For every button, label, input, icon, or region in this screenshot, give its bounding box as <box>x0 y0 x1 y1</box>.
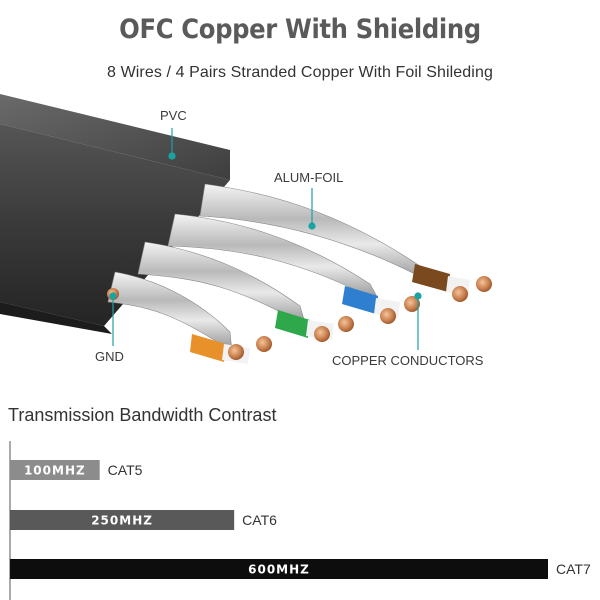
pair-green <box>137 241 354 342</box>
bar-category-label: CAT5 <box>108 462 143 478</box>
cable-illustration <box>0 94 492 364</box>
bar-category-label: CAT6 <box>242 512 277 528</box>
page-subtitle: 8 Wires / 4 Pairs Stranded Copper With F… <box>107 64 493 81</box>
callout-leaders <box>109 128 422 350</box>
section-title: Transmission Bandwidth Contrast <box>8 405 277 425</box>
callout-gnd: GND <box>95 349 124 364</box>
bar-value-label: 250MHZ <box>91 514 153 528</box>
bar-cat6 <box>10 510 235 530</box>
callout-alum-foil: ALUM-FOIL <box>274 170 344 185</box>
page-title: OFC Copper With Shielding <box>119 14 481 45</box>
bar-value-label: 600MHZ <box>248 563 310 577</box>
bandwidth-chart: 100MHZ CAT5 250MHZ CAT6 600MHZ CAT7 <box>9 441 591 600</box>
pair-brown <box>199 183 492 302</box>
bar-cat7 <box>10 559 548 579</box>
bar-category-label: CAT7 <box>556 561 591 577</box>
callout-copper-conductors: COPPER CONDUCTORS <box>332 353 484 368</box>
pair-blue <box>167 213 420 324</box>
callout-pvc: PVC <box>160 108 187 123</box>
bar-cat5 <box>10 460 100 480</box>
pair-orange <box>107 271 272 364</box>
bar-value-label: 100MHZ <box>24 464 86 478</box>
